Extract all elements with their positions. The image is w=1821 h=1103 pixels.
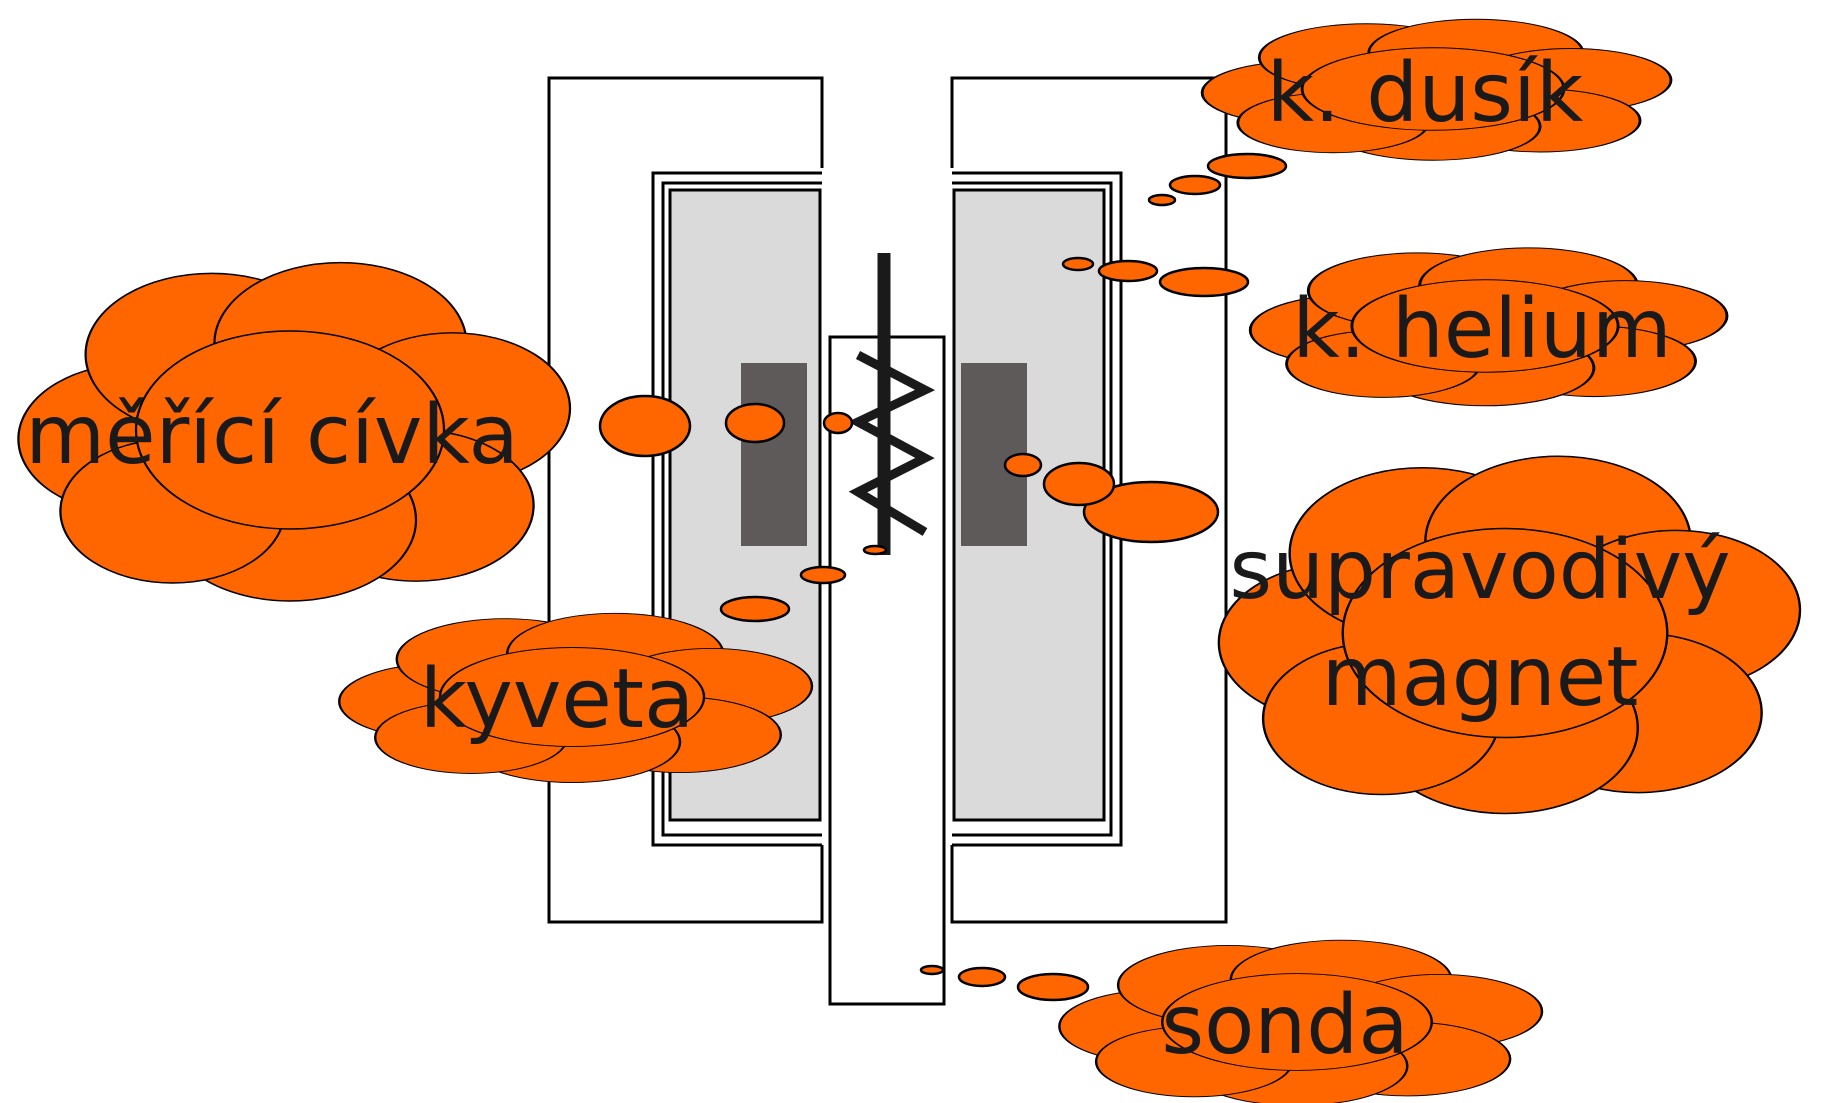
label-measuring-coil: měřící cívka [25, 388, 518, 483]
outer-dewar-right-wall [950, 76, 1228, 924]
bubble-nitrogen-1 [1206, 152, 1288, 180]
coil-winding [848, 351, 936, 536]
outer-dewar-left-wall [547, 76, 824, 924]
bubble-coil-1 [598, 394, 692, 458]
label-helium: k. helium [1292, 282, 1671, 377]
label-probe: sonda [1161, 978, 1408, 1073]
bubble-helium-3 [1061, 256, 1095, 272]
bubble-nitrogen-3 [1147, 193, 1177, 207]
helium-vessel-left-inner [661, 181, 822, 837]
bubble-cuvette-3 [862, 544, 888, 556]
bubble-helium-2 [1097, 259, 1159, 283]
bubble-helium-1 [1158, 266, 1250, 298]
bubble-magnet-2 [1042, 461, 1116, 507]
bubble-magnet-1 [1082, 480, 1220, 544]
label-nitrogen: k. dusík [1267, 46, 1584, 141]
measuring-coil-left [741, 363, 807, 546]
bubble-coil-3 [822, 411, 854, 435]
bubble-magnet-3 [1003, 452, 1043, 478]
label-magnet-line2: magnet [1322, 630, 1639, 725]
callout-bubbles [598, 152, 1288, 1002]
bubble-coil-2 [724, 402, 786, 444]
bubble-cuvette-2 [799, 565, 847, 585]
outer-dewar [547, 76, 1228, 924]
labels: k. dusík k. helium měřící cívka supravod… [25, 46, 1730, 1073]
bubble-nitrogen-2 [1168, 174, 1222, 196]
cuvette-with-winding [848, 253, 936, 555]
helium-vessel-left [651, 171, 822, 847]
bubble-cuvette-1 [719, 595, 791, 623]
bubble-probe-1 [1016, 972, 1090, 1002]
bubble-probe-2 [957, 966, 1007, 988]
label-magnet-line1: supravodivý [1229, 523, 1730, 618]
label-cuvette: kyveta [420, 652, 694, 747]
bubble-probe-3 [919, 964, 945, 976]
